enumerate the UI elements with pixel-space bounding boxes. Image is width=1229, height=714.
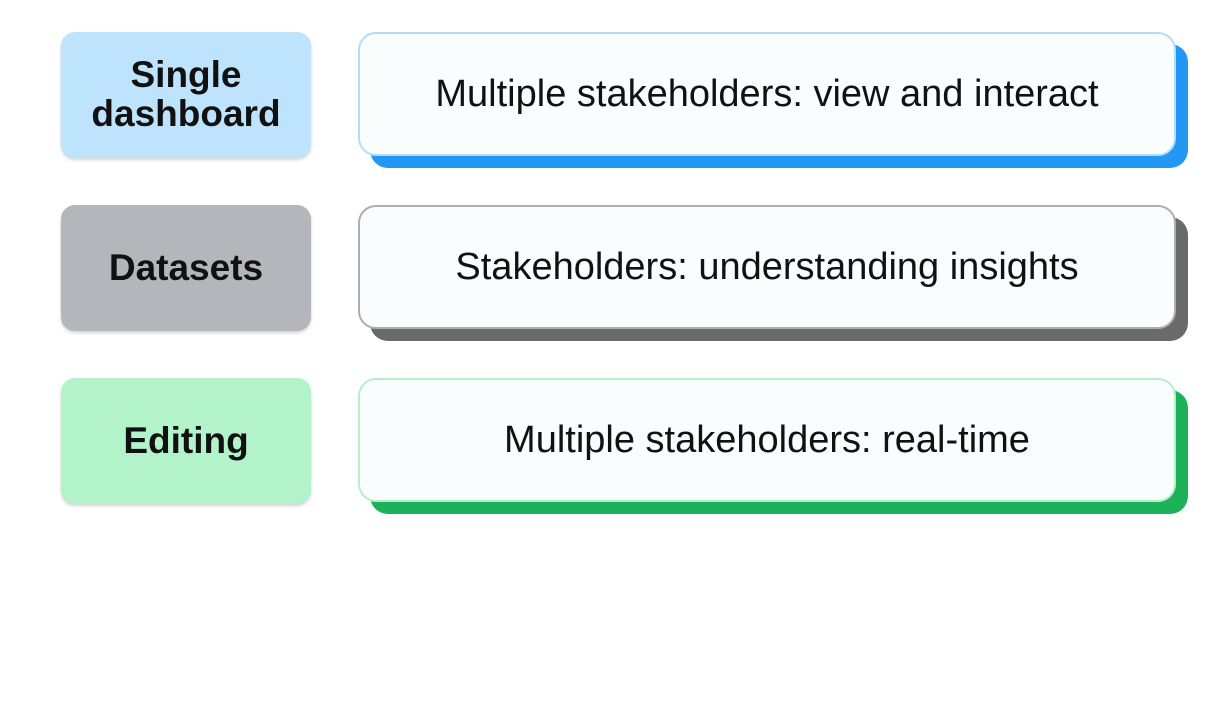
description-card-editing: Multiple stakeholders: real-time bbox=[358, 378, 1176, 502]
label-tile-single-dashboard: Single dashboard bbox=[61, 32, 311, 158]
description-card-datasets: Stakeholders: understanding insights bbox=[358, 205, 1176, 329]
label-datasets: Datasets bbox=[108, 246, 264, 288]
description-single-dashboard: Multiple stakeholders: view and interact bbox=[435, 72, 1099, 115]
row-editing: Editing Multiple stakeholders: real-time bbox=[0, 378, 1229, 518]
row-single-dashboard: Single dashboard Multiple stakeholders: … bbox=[0, 32, 1229, 172]
label-tile-datasets: Datasets bbox=[61, 205, 311, 331]
description-card-single-dashboard: Multiple stakeholders: view and interact bbox=[358, 32, 1176, 156]
label-single-dashboard: Single dashboard bbox=[91, 54, 281, 134]
label-editing: Editing bbox=[123, 419, 249, 461]
description-datasets: Stakeholders: understanding insights bbox=[455, 245, 1079, 288]
row-datasets: Datasets Stakeholders: understanding ins… bbox=[0, 205, 1229, 345]
description-editing: Multiple stakeholders: real-time bbox=[504, 418, 1030, 461]
label-tile-editing: Editing bbox=[61, 378, 311, 504]
